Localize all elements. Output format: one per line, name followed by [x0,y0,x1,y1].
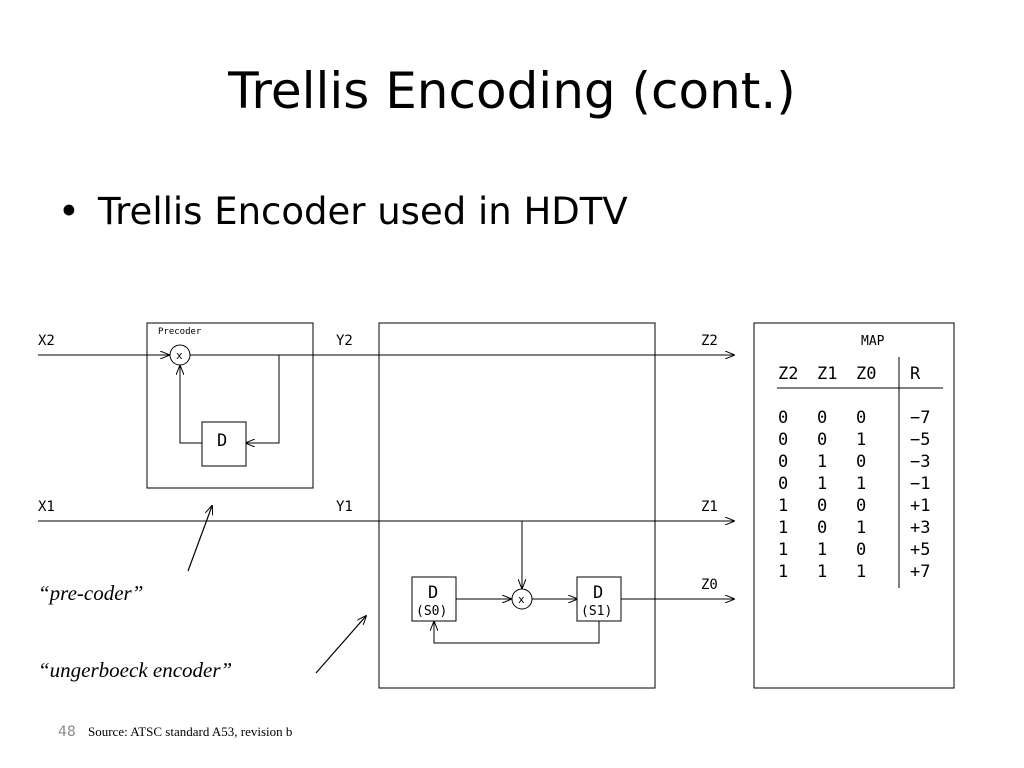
map-cell: 1 [856,518,866,538]
ungerboeck-annotation-arrow [315,616,366,674]
annotation-ungerboeck: “ungerboeck encoder” [38,658,232,682]
map-title: MAP [861,334,885,349]
map-cell: 1 [778,540,788,560]
map-cell: +1 [910,496,930,516]
precoder-delay-label: D [217,431,227,451]
label-z0: Z0 [701,577,718,593]
label-z2: Z2 [701,333,718,349]
map-cell: −1 [910,474,930,494]
map-cell: 0 [817,496,827,516]
map-cell: 1 [817,562,827,582]
map-cell: 1 [778,562,788,582]
map-box [753,322,955,689]
delay-s0-state: (S0) [416,604,447,619]
map-cell: 1 [856,474,866,494]
label-x2: X2 [38,333,55,349]
map-cell: −7 [910,408,930,428]
map-cell: 0 [817,408,827,428]
delay-s1-label: D [593,583,603,603]
map-header-cell: R [910,364,921,384]
slide-title: Trellis Encoding (cont.) [228,62,796,120]
precoder-feedback-right [246,355,280,443]
map-cell: 0 [778,430,788,450]
delay-s1-box [576,576,622,622]
source-citation: Source: ATSC standard A53, revision b [88,724,293,739]
map-cell: 1 [856,430,866,450]
map-cell: 0 [778,452,788,472]
map-cell: 0 [856,452,866,472]
map-cell: 1 [817,474,827,494]
map-cell: +7 [910,562,930,582]
bullet-text: Trellis Encoder used in HDTV [98,190,628,233]
ungerboeck-xor-symbol: x [518,593,525,606]
map-cell: −3 [910,452,930,472]
map-cell: +5 [910,540,930,560]
precoder-xor-symbol: x [176,349,183,362]
map-headers: Z2 Z1 Z0 R [778,364,921,384]
bullet-item: • Trellis Encoder used in HDTV [58,190,628,233]
map-cell: 0 [856,408,866,428]
annotation-precoder: “pre-coder” [38,581,143,605]
wire-s1-feedback [434,621,600,644]
map-cell: 1 [778,518,788,538]
delay-s1-state: (S1) [581,604,612,619]
bullet-dot-icon: • [58,190,80,233]
precoder-label: Precoder [158,327,202,337]
map-cell: 1 [856,562,866,582]
map-header-cell: Z0 [856,364,876,384]
label-y1: Y1 [336,499,353,515]
map-cell: 0 [817,518,827,538]
map-cell: −5 [910,430,930,450]
precoder-feedback-left [180,366,202,444]
map-cell: +3 [910,518,930,538]
precoder-box [146,322,314,489]
map-cell: 0 [856,496,866,516]
map-cell: 0 [856,540,866,560]
label-y2: Y2 [336,333,353,349]
map-header-cell: Z2 [778,364,798,384]
map-cell: 1 [817,452,827,472]
map-cell: 1 [817,540,827,560]
map-cell: 1 [778,496,788,516]
map-cell: 0 [778,408,788,428]
map-cell: 0 [778,474,788,494]
label-z1: Z1 [701,499,718,515]
delay-s0-label: D [428,583,438,603]
precoder-annotation-arrow [187,506,212,572]
map-cell: 0 [817,430,827,450]
ungerboeck-box [378,322,656,689]
label-x1: X1 [38,499,55,515]
precoder-delay-box [201,421,247,467]
map-header-cell: Z1 [817,364,837,384]
page-number: 48 [58,724,76,740]
